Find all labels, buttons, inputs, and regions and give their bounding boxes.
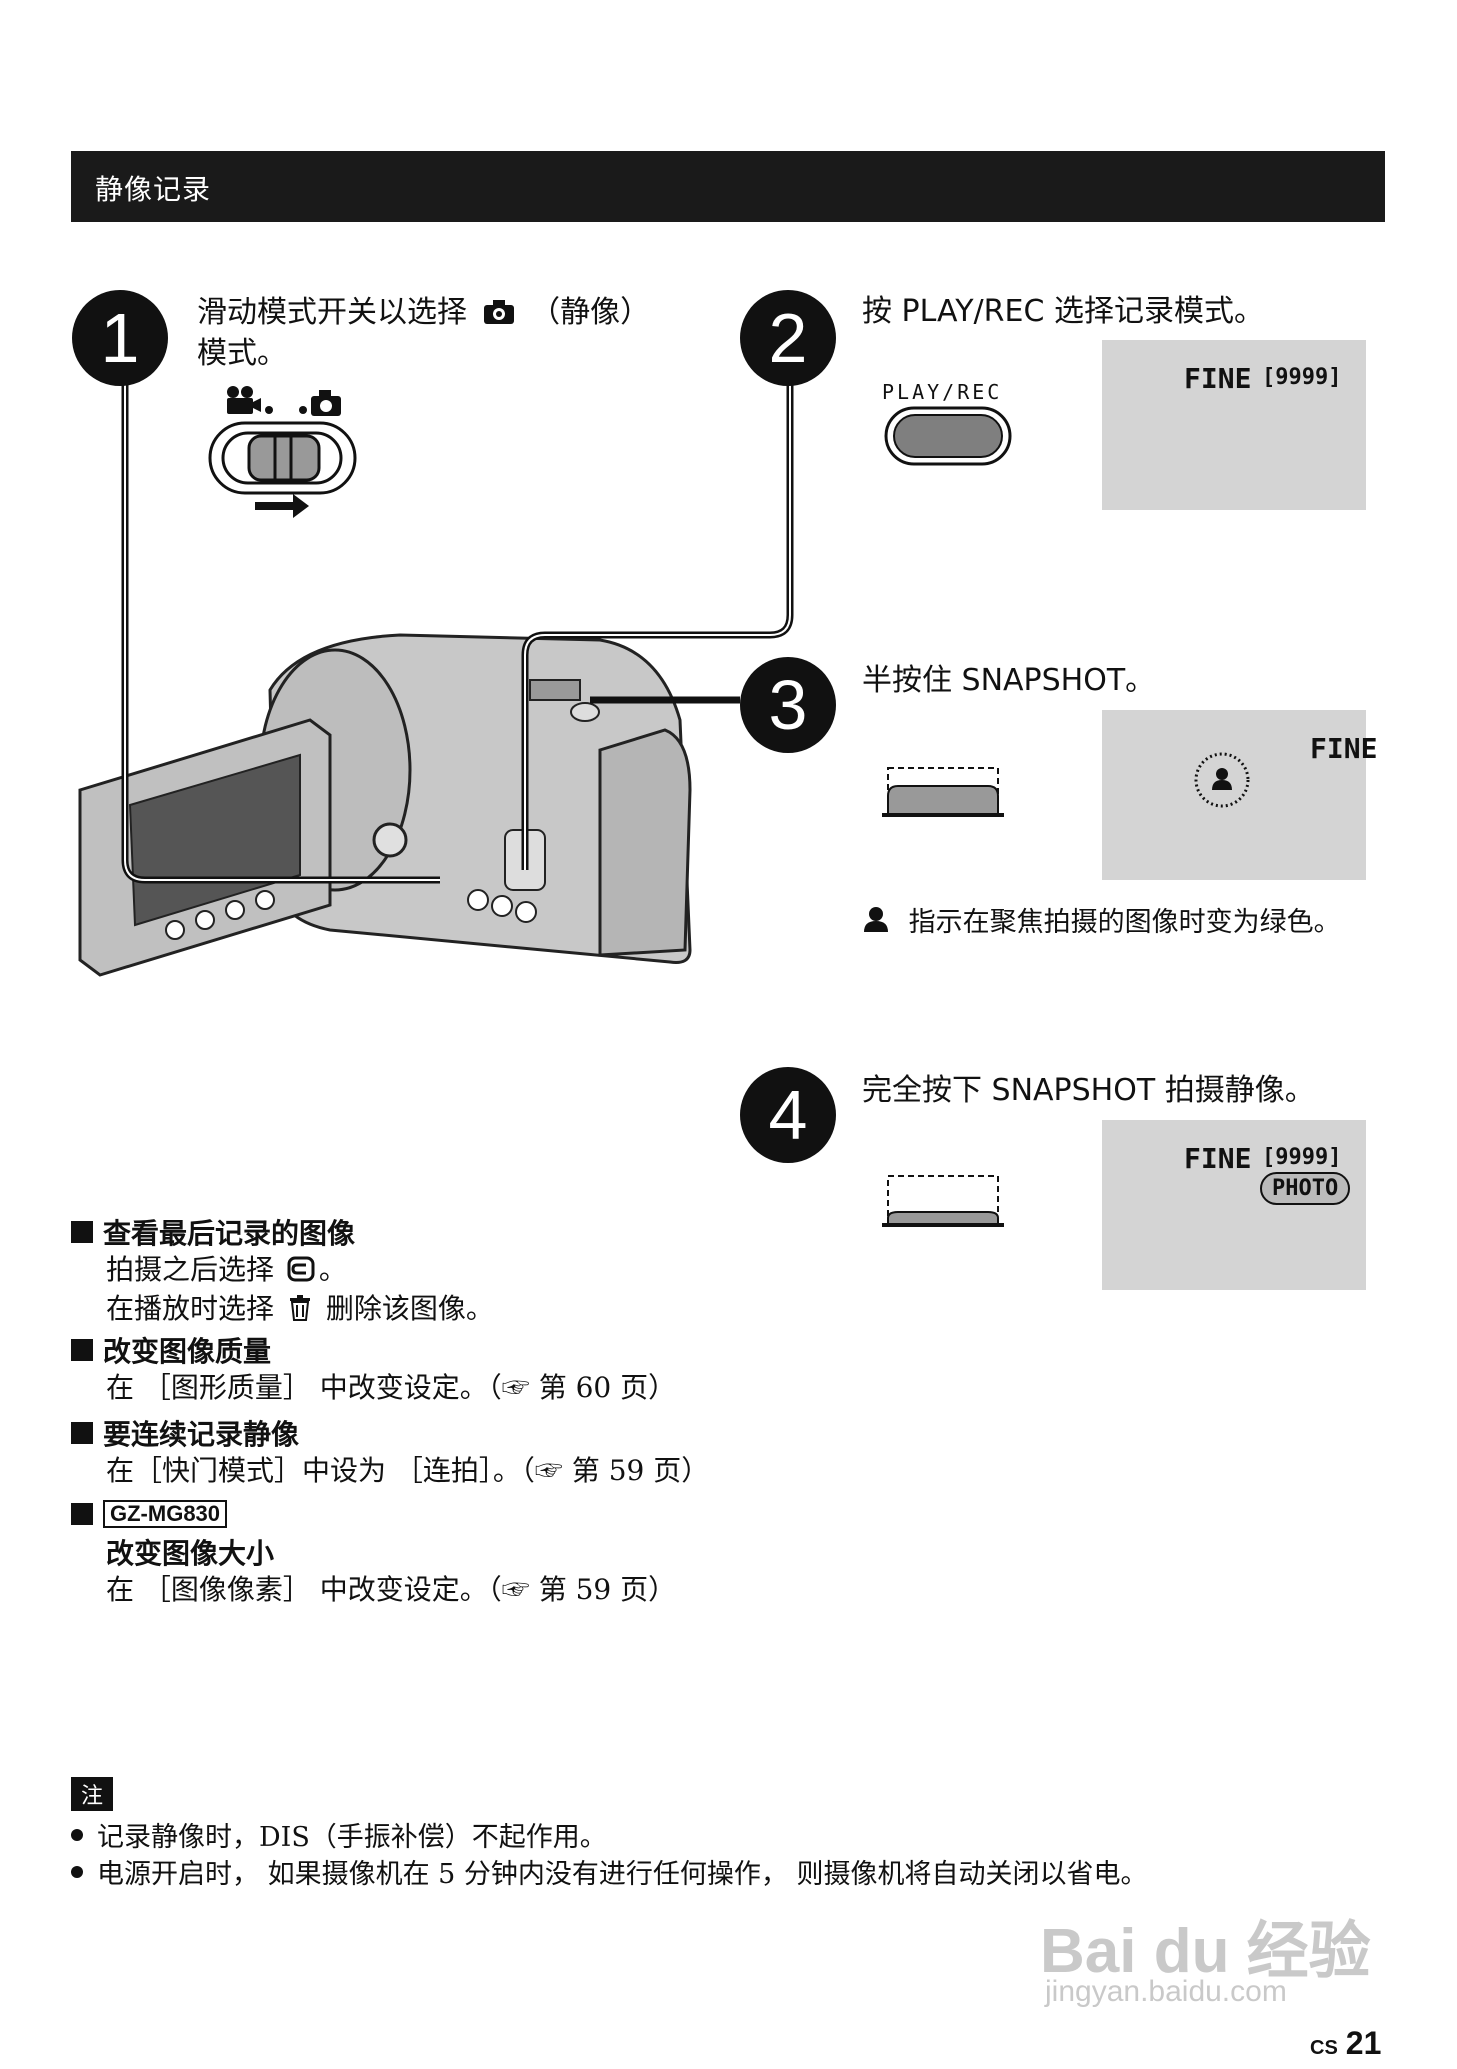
- step-1-text-a: 滑动模式开关以选择: [197, 295, 467, 330]
- lcd-preview-step-3: FINE: [1102, 710, 1377, 880]
- person-icon: [862, 905, 890, 940]
- section-title: 要连续记录静像: [103, 1418, 300, 1451]
- section-line: 在［快门模式］中设为 ［连拍］。（☞ 第 59 页）: [106, 1454, 710, 1487]
- info-section-continuous: 要连续记录静像 在［快门模式］中设为 ［连拍］。（☞ 第 59 页）: [71, 1413, 771, 1489]
- info-section-view-last: 查看最后记录的图像 拍摄之后选择 。 在播放时选择 删除该图像。: [71, 1212, 771, 1330]
- section-bullet: [71, 1339, 93, 1361]
- model-badge: GZ-MG830: [103, 1500, 228, 1528]
- quality-indicator: FINE: [1184, 1142, 1252, 1175]
- shots-remaining: [9999]: [1262, 1145, 1342, 1170]
- step-3-circle: 3: [740, 657, 836, 753]
- section-line: 在 ［图形质量］ 中改变设定。（☞ 第 60 页）: [106, 1371, 677, 1404]
- section-header-bar: [71, 151, 1385, 222]
- arrow-right-icon: [255, 494, 309, 518]
- note-text: 电源开启时， 如果摄像机在 5 分钟内没有进行任何操作， 则摄像机将自动关闭以省…: [97, 1859, 1148, 1890]
- info-section-quality: 改变图像质量 在 ［图形质量］ 中改变设定。（☞ 第 60 页）: [71, 1330, 771, 1406]
- lcd-preview-step-4: FINE [9999] PHOTO: [1102, 1120, 1366, 1290]
- step-2-text: 按 PLAY/REC 选择记录模式。: [862, 294, 1264, 329]
- section-title: 改变图像大小: [106, 1537, 275, 1570]
- page-number: 21: [1345, 2025, 1382, 2061]
- section-title: 改变图像质量: [103, 1335, 272, 1368]
- trash-icon: [289, 1294, 311, 1330]
- quality-indicator: FINE: [1310, 732, 1378, 765]
- shots-remaining: [9999]: [1262, 365, 1342, 390]
- video-mode-icon: [227, 386, 261, 414]
- photo-badge: PHOTO: [1260, 1172, 1351, 1205]
- step-3-text: 半按住 SNAPSHOT。: [862, 663, 1156, 698]
- step-1-text-c: 模式。: [197, 336, 287, 371]
- section-title: 查看最后记录的图像: [103, 1217, 356, 1250]
- step-3-note-text: 指示在聚焦拍摄的图像时变为绿色。: [908, 907, 1341, 938]
- step-3-note: 指示在聚焦拍摄的图像时变为绿色。: [862, 900, 1341, 940]
- step-4-text: 完全按下 SNAPSHOT 拍摄静像。: [862, 1073, 1315, 1108]
- camera-icon: [483, 297, 515, 335]
- camera-illustration: [78, 380, 794, 977]
- step-4-circle: 4: [740, 1067, 836, 1163]
- camcorder-grip: [598, 728, 692, 957]
- mode-switch[interactable]: [205, 380, 365, 520]
- step-1-text: 滑动模式开关以选择 （静像） 模式。: [197, 294, 697, 373]
- section-bullet: [71, 1221, 93, 1243]
- focus-indicator-icon: [1194, 752, 1250, 808]
- return-icon: [287, 1255, 315, 1291]
- lcd-preview-step-2: FINE [9999]: [1102, 340, 1366, 510]
- info-section-size: GZ-MG830 改变图像大小 在 ［图像像素］ 中改变设定。（☞ 第 59 页…: [71, 1500, 771, 1608]
- section-line-2b: 删除该图像。: [325, 1292, 494, 1325]
- snapshot-half-press-button[interactable]: [880, 760, 1010, 820]
- step-2-circle: 2: [740, 290, 836, 386]
- section-bullet: [71, 1422, 93, 1444]
- baidu-watermark-url: jingyan.baidu.com: [1045, 1975, 1287, 2008]
- section-line-2a: 在播放时选择: [106, 1292, 275, 1325]
- section-line-1a: 拍摄之后选择: [106, 1253, 275, 1286]
- section-line: 在 ［图像像素］ 中改变设定。（☞ 第 59 页）: [106, 1573, 677, 1606]
- play-rec-button[interactable]: [884, 406, 1014, 466]
- section-bullet: [71, 1503, 93, 1525]
- page-title: 静像记录: [95, 173, 212, 206]
- note-tag: 注: [71, 1777, 114, 1811]
- play-rec-label: PLAY/REC: [882, 380, 1003, 404]
- section-line-1b: 。: [318, 1253, 347, 1286]
- baidu-watermark-logo: Bai du 经验: [1040, 1917, 1371, 1986]
- page-footer: CS 21: [1310, 2025, 1381, 2062]
- note-text: 记录静像时，DIS（手振补偿）不起作用。: [97, 1822, 607, 1853]
- language-code: CS: [1310, 2037, 1338, 2059]
- note-item: 记录静像时，DIS（手振补偿）不起作用。: [71, 1815, 607, 1854]
- step-1-text-b: （静像）: [530, 295, 651, 330]
- note-bullet: [71, 1865, 83, 1878]
- snapshot-full-press-button[interactable]: [880, 1170, 1010, 1230]
- step-1-circle: 1: [72, 290, 168, 386]
- note-bullet: [71, 1828, 83, 1841]
- photo-mode-icon: [311, 390, 341, 416]
- note-item: 电源开启时， 如果摄像机在 5 分钟内没有进行任何操作， 则摄像机将自动关闭以省…: [71, 1852, 1148, 1891]
- quality-indicator: FINE: [1184, 362, 1252, 395]
